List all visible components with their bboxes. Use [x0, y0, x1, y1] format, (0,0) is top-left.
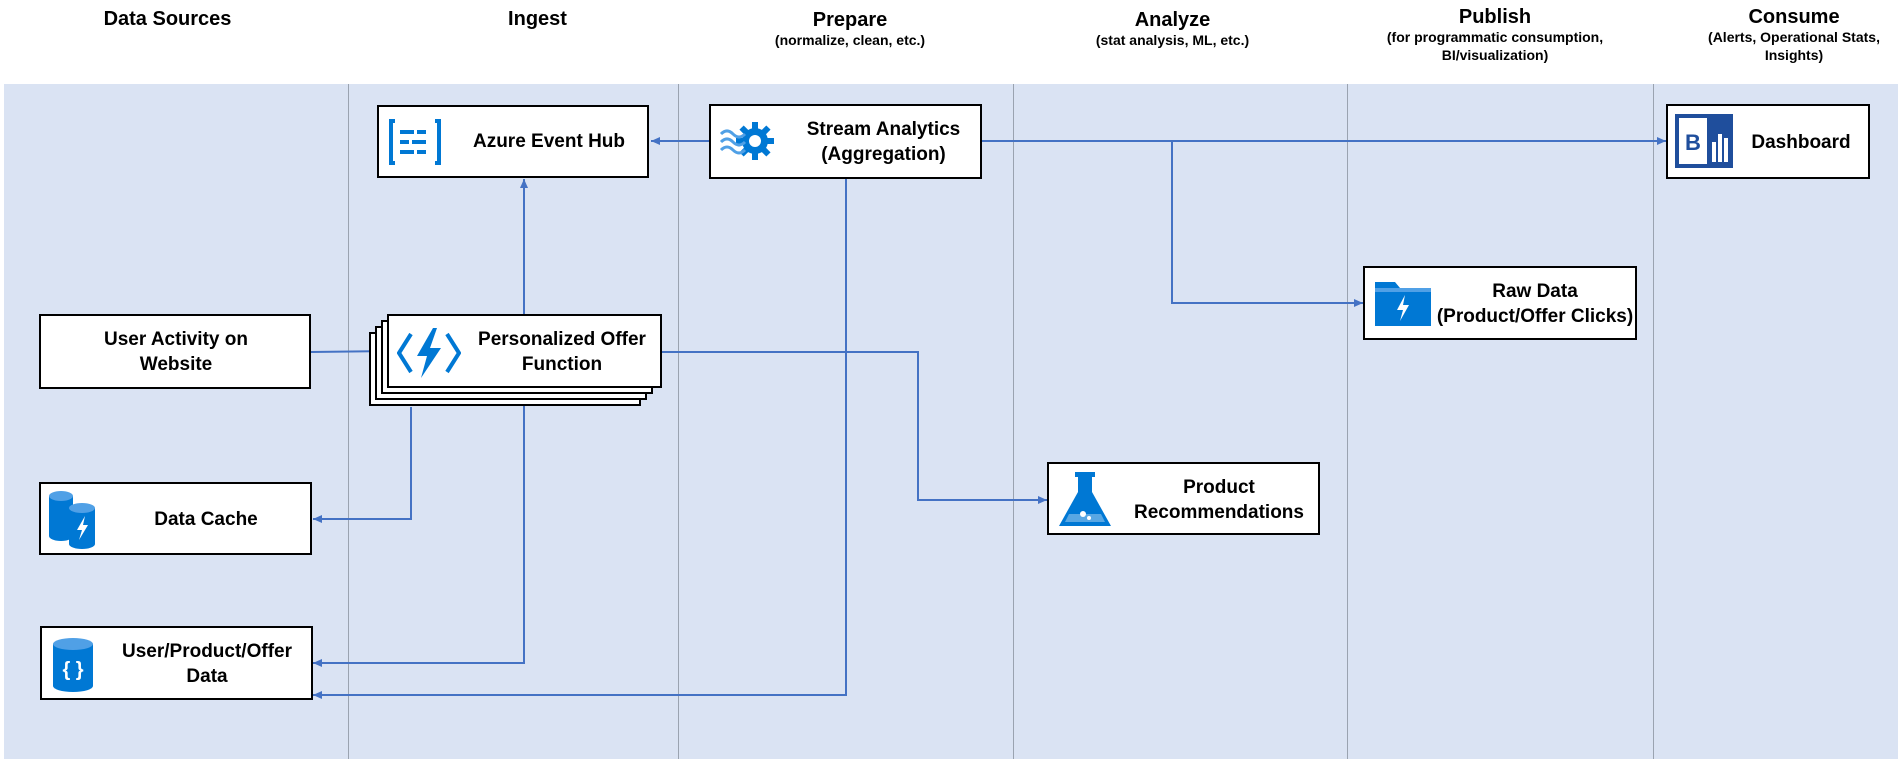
ml-flask-icon [1059, 472, 1111, 526]
column-header-ingest: Ingest [420, 8, 655, 30]
product-recommendations-node[interactable]: Product Recommendations [1047, 462, 1320, 535]
column-header-consume: Consume (Alerts, Operational Stats, Insi… [1690, 6, 1898, 64]
column-divider [348, 84, 349, 759]
column-title: Ingest [508, 8, 567, 30]
column-divider [1653, 84, 1654, 759]
connector-function-to-userdata [313, 389, 525, 667]
svg-text:B: B [1685, 130, 1701, 155]
stream-analytics-label: Stream Analytics (Aggregation) [806, 119, 961, 165]
column-title: Prepare [812, 9, 888, 31]
data-cache-label: Data Cache [154, 509, 258, 530]
event-hub-icon [389, 119, 441, 165]
column-header-analyze: Analyze (stat analysis, ML, etc.) [1050, 9, 1295, 49]
column-title: Consume [1748, 6, 1840, 28]
column-subtitle: (Alerts, Operational Stats, Insights) [1708, 29, 1880, 63]
user-product-data-label: User/Product/Offer Data [122, 641, 292, 687]
svg-text:{ }: { } [62, 659, 83, 681]
column-title: Data Sources [103, 8, 232, 30]
offer-function-node[interactable]: Personalized Offer Function [387, 314, 662, 388]
connector-stream-to-userdata [313, 179, 847, 699]
user-activity-node[interactable]: User Activity on Website [39, 314, 311, 389]
data-cache-node[interactable]: Data Cache [39, 482, 312, 555]
column-subtitle: (for programmatic consumption, BI/visual… [1386, 29, 1604, 63]
connector-stream-to-rawdata [1171, 141, 1363, 307]
offer-function-label: Personalized Offer Function [478, 329, 646, 375]
function-icon [397, 328, 461, 378]
column-subtitle: (normalize, clean, etc.) [774, 32, 926, 48]
connector-function-to-cache [313, 407, 412, 523]
dashboard-node[interactable]: B Dashboard [1666, 104, 1870, 179]
diagram-background [4, 84, 1898, 759]
dashboard-label: Dashboard [1751, 132, 1851, 153]
storage-folder-icon [1375, 282, 1431, 326]
raw-data-node[interactable]: Raw Data (Product/Offer Clicks) [1363, 266, 1637, 340]
column-header-prepare: Prepare (normalize, clean, etc.) [720, 9, 980, 49]
product-recommendations-label: Product Recommendations [1134, 477, 1304, 523]
database-icon: { } [53, 638, 93, 692]
column-divider [678, 84, 679, 759]
column-divider [1013, 84, 1014, 759]
user-activity-label: User Activity on Website [104, 329, 248, 375]
stream-analytics-icon [719, 122, 774, 160]
event-hub-node[interactable]: Azure Event Hub [377, 105, 649, 178]
connector-function-to-recommendations [662, 351, 1047, 504]
column-divider [1347, 84, 1348, 759]
stream-analytics-node[interactable]: Stream Analytics (Aggregation) [709, 104, 982, 179]
power-bi-icon: B [1675, 114, 1733, 168]
column-header-data-sources: Data Sources [60, 8, 275, 30]
event-hub-label: Azure Event Hub [472, 131, 626, 152]
cache-icon [49, 491, 95, 549]
column-title: Analyze [1134, 9, 1211, 31]
column-header-publish: Publish (for programmatic consumption, B… [1360, 6, 1630, 64]
column-title: Publish [1458, 6, 1532, 28]
user-product-data-node[interactable]: { } User/Product/Offer Data [40, 626, 313, 700]
column-subtitle: (stat analysis, ML, etc.) [1095, 32, 1250, 48]
raw-data-label: Raw Data (Product/Offer Clicks) [1436, 281, 1634, 327]
